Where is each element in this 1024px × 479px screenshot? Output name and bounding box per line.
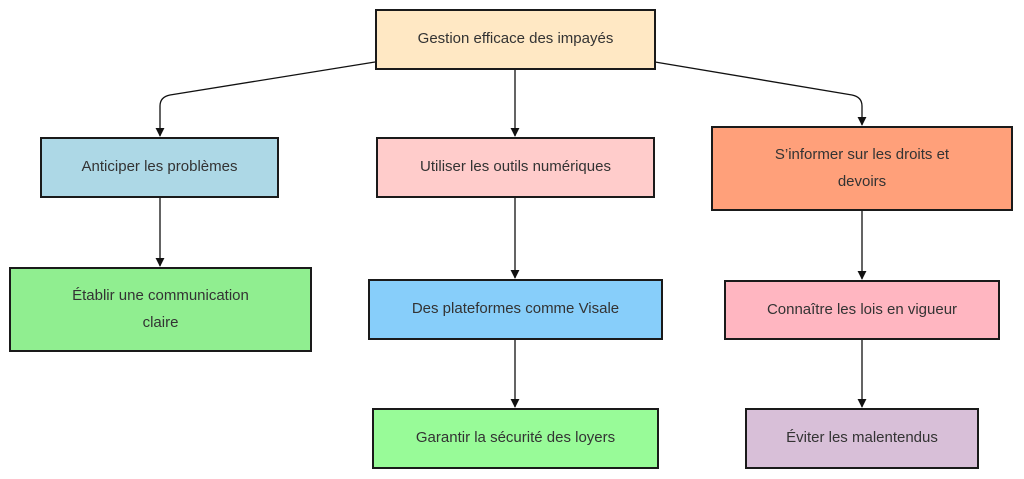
node-securite-loyers: Garantir la sécurité des loyers (372, 408, 659, 469)
node-plateformes-visale: Des plateformes comme Visale (368, 279, 663, 340)
node-gestion-impayes: Gestion efficace des impayés (375, 9, 656, 70)
node-anticiper-problemes: Anticiper les problèmes (40, 137, 279, 198)
edge-root-to-anticiper (155, 61, 376, 137)
node-outils-numeriques: Utiliser les outils numériques (376, 137, 655, 198)
node-communication-claire: Établir une communication claire (9, 267, 312, 352)
node-droits-devoirs: S’informer sur les droits et devoirs (711, 126, 1013, 211)
edge-root-to-droits (654, 61, 867, 126)
node-lois-vigueur: Connaître les lois en vigueur (724, 280, 1000, 340)
node-eviter-malentendus: Éviter les malentendus (745, 408, 979, 469)
